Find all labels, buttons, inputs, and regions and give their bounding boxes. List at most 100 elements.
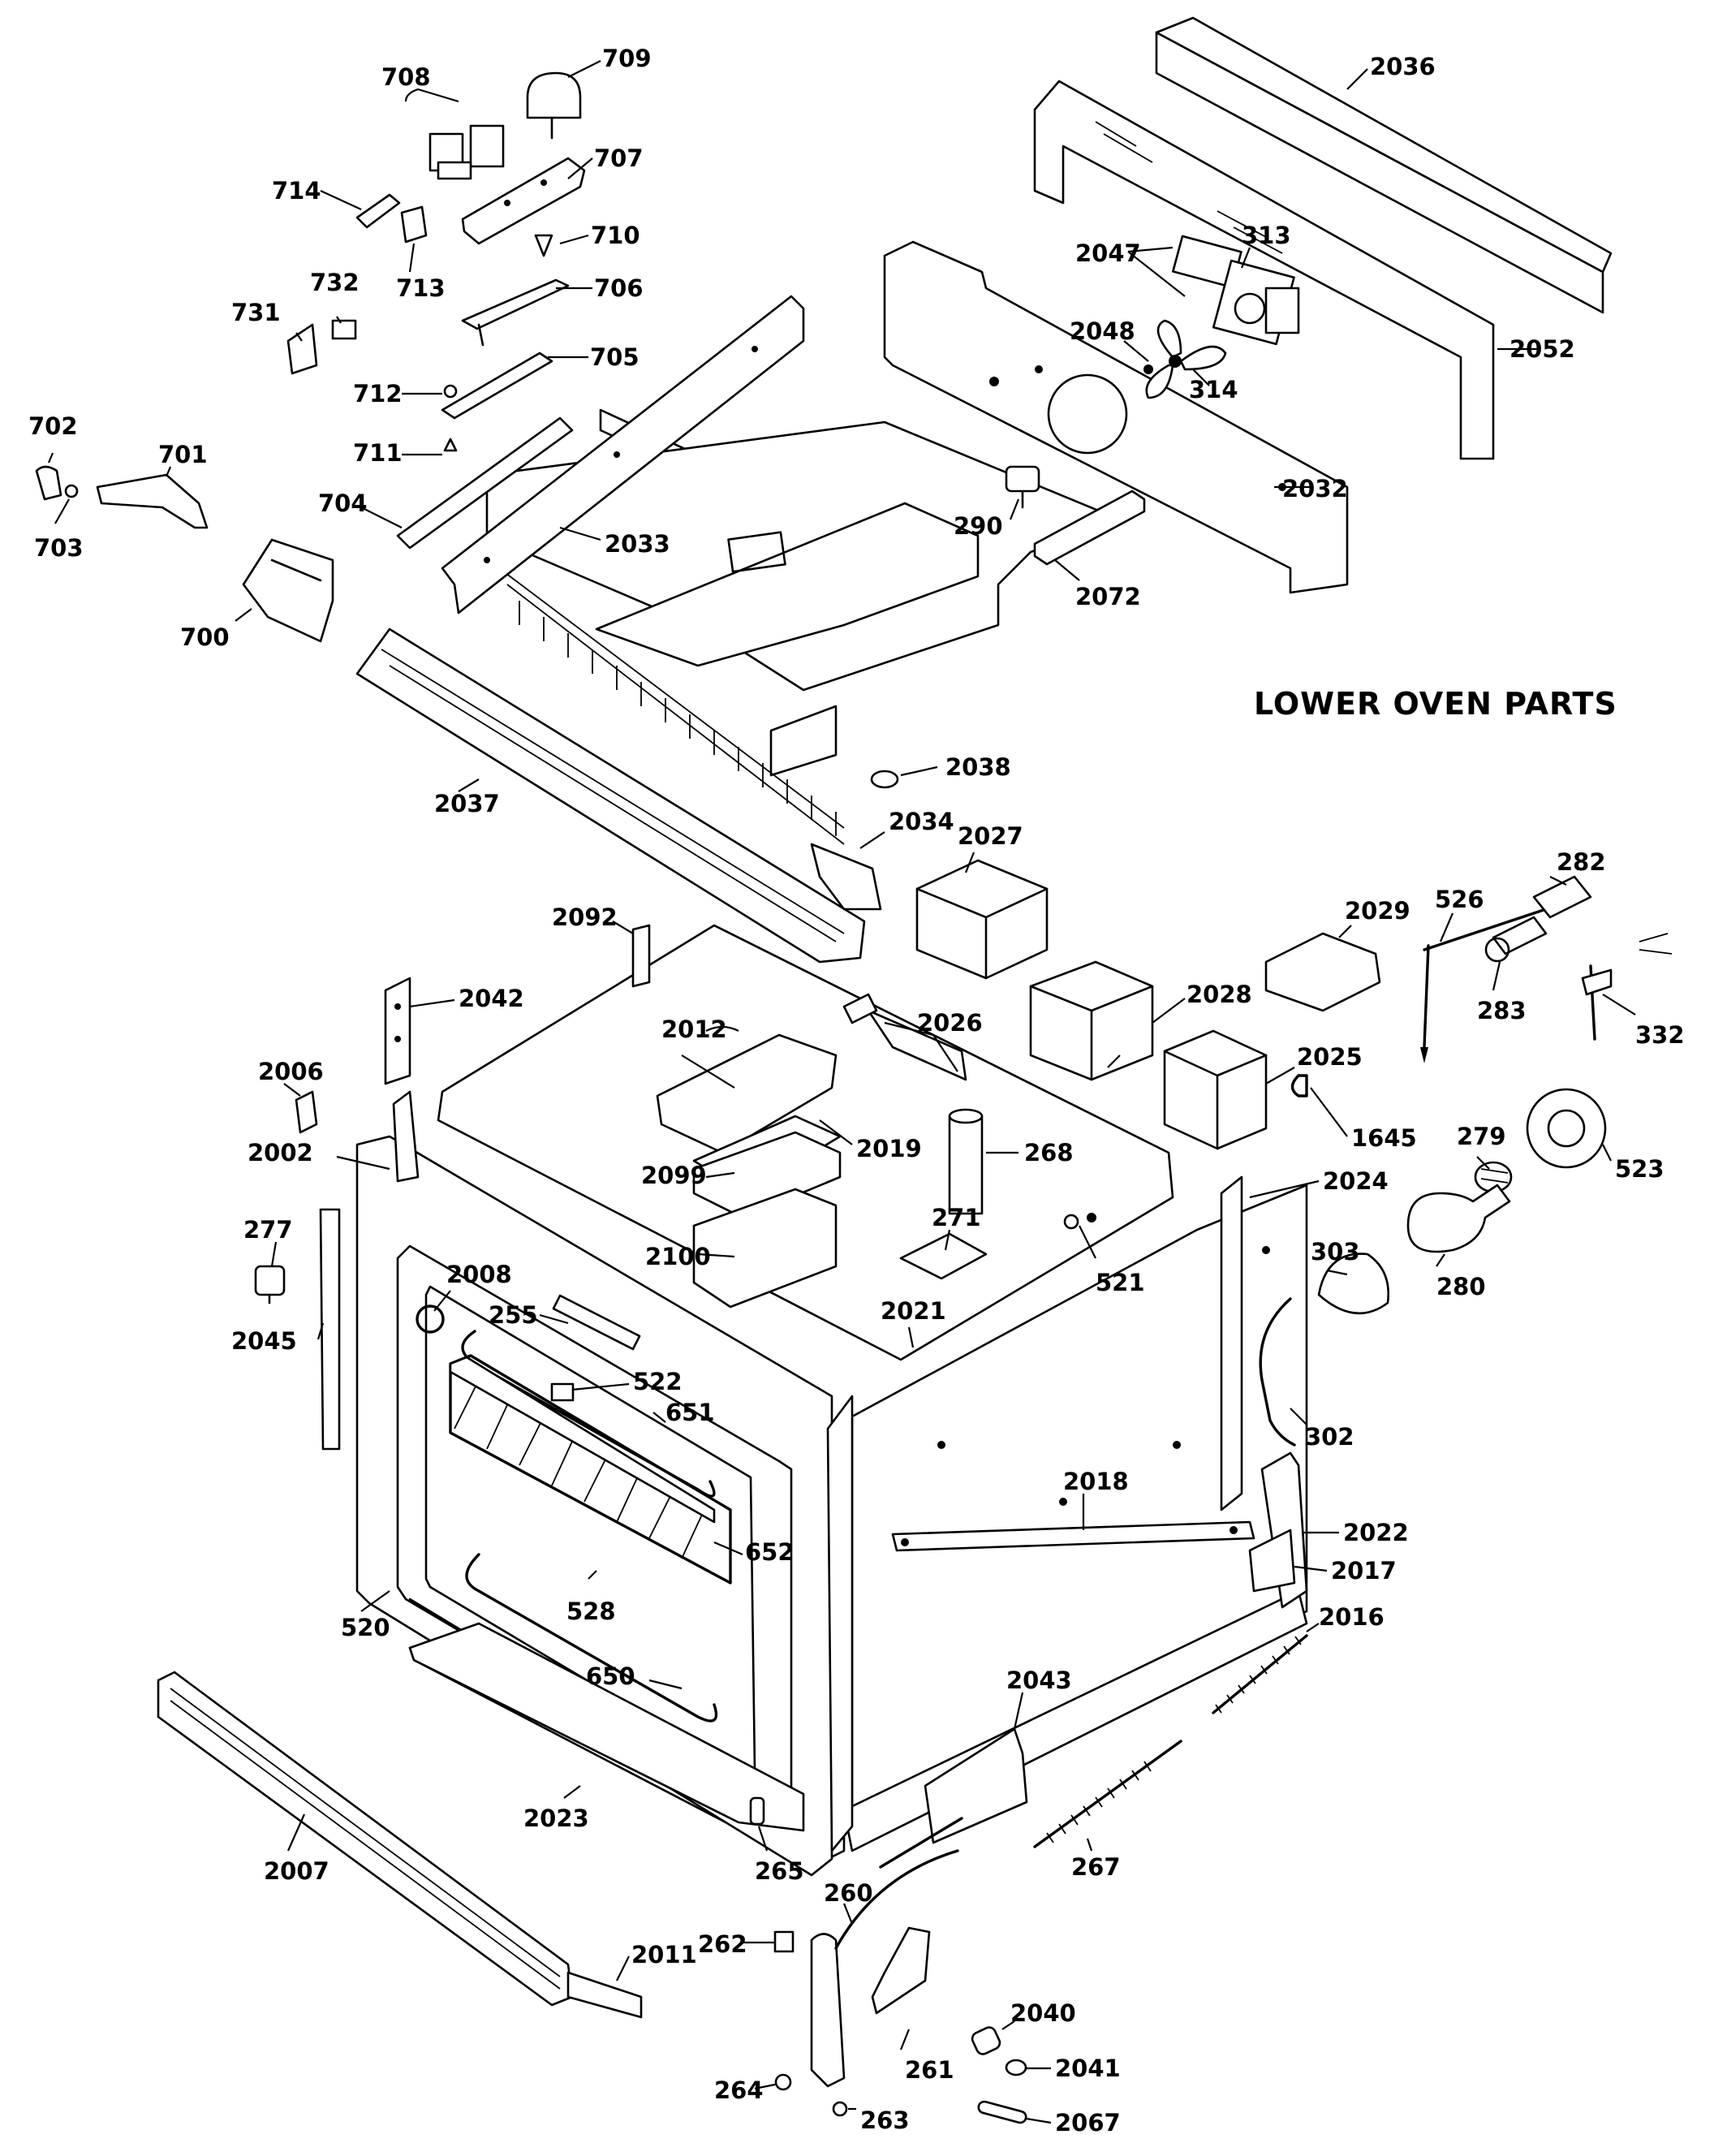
callout-2025: 2025 [1297, 1043, 1363, 1071]
part-704-lever [396, 416, 574, 550]
callout-703: 703 [34, 534, 84, 562]
part-267-spring [1033, 1740, 1182, 1848]
part-523-gasket [1526, 1088, 1607, 1169]
callout-2038: 2038 [945, 753, 1011, 781]
part-706-strip [461, 278, 570, 347]
part-2036-top-trim [1155, 16, 1613, 314]
callout-1645: 1645 [1351, 1124, 1417, 1152]
part-713-latch [400, 205, 428, 244]
part-277-switch [254, 1265, 286, 1304]
callout-2019: 2019 [856, 1135, 922, 1162]
callout-268: 268 [1024, 1139, 1074, 1166]
callout-700: 700 [180, 623, 230, 651]
part-2006-clip [295, 1090, 318, 1134]
callout-732: 732 [310, 269, 360, 296]
part-2033-side-rail [441, 295, 805, 614]
part-703-insert [64, 484, 79, 498]
part-332-probe [1581, 933, 1673, 1041]
part-2028-box [1029, 960, 1154, 1081]
part-262-clip [773, 1930, 795, 1953]
part-714-link [355, 193, 401, 229]
part-264-nut [774, 2073, 792, 2091]
part-712-nut [443, 384, 458, 399]
diagram-title: LOWER OVEN PARTS [1254, 686, 1617, 722]
callout-260: 260 [824, 1879, 873, 1907]
part-521-fastener [1063, 1213, 1096, 1230]
part-732-clip [331, 319, 357, 340]
part-1645-clip [1290, 1074, 1308, 1097]
callout-2032: 2032 [1282, 475, 1348, 502]
callout-303: 303 [1311, 1238, 1360, 1266]
callout-263: 263 [860, 2106, 910, 2134]
part-2033-vent-louvers [519, 601, 837, 836]
callout-704: 704 [318, 489, 368, 517]
callout-labels: 709 708 707 714 710 713 706 732 731 705 … [28, 45, 1685, 2137]
part-707-bracket [461, 157, 586, 245]
part-2067-pin [977, 2100, 1027, 2124]
part-2072-bracket [1033, 489, 1146, 566]
callout-332: 332 [1635, 1021, 1685, 1049]
part-313-motor [1172, 235, 1300, 346]
part-2099-insulation [692, 1131, 842, 1219]
part-2027-box [915, 859, 1049, 980]
part-280-bulb [1406, 1184, 1511, 1253]
callout-277: 277 [243, 1216, 293, 1244]
callout-2045: 2045 [231, 1327, 297, 1355]
callout-712: 712 [353, 380, 403, 407]
callout-652: 652 [745, 1538, 795, 1566]
callout-2047: 2047 [1075, 239, 1141, 267]
callout-701: 701 [158, 441, 208, 468]
callout-2029: 2029 [1345, 897, 1410, 925]
callout-2033: 2033 [605, 530, 670, 558]
callout-267: 267 [1071, 1853, 1121, 1881]
callout-522: 522 [633, 1368, 683, 1395]
callout-302: 302 [1305, 1423, 1354, 1451]
part-2042-bracket [384, 977, 411, 1085]
part-2052-rear-panel [1033, 80, 1495, 460]
callout-314: 314 [1189, 376, 1238, 403]
part-2040-sleeve [971, 2026, 1001, 2055]
callout-520: 520 [341, 1614, 390, 1641]
part-271-plate [899, 1232, 988, 1280]
part-2026-bracket [842, 993, 967, 1081]
callout-528: 528 [566, 1598, 616, 1625]
part-702-knob [35, 465, 62, 501]
callout-711: 711 [353, 439, 403, 467]
callout-2002: 2002 [248, 1139, 313, 1166]
part-2033-top-liner [485, 408, 1122, 845]
part-2029-cover [1264, 932, 1381, 1012]
callout-731: 731 [231, 299, 281, 326]
part-2007-kickplate [157, 1671, 574, 2007]
callout-2048: 2048 [1070, 317, 1135, 345]
part-2012-insulation [656, 1033, 838, 1154]
callout-2027: 2027 [958, 822, 1023, 850]
callout-702: 702 [28, 412, 78, 440]
part-303-lens [1317, 1253, 1389, 1315]
part-263-screw [832, 2101, 848, 2117]
part-2041-plug [1005, 2059, 1027, 2076]
part-708-switches [428, 124, 505, 180]
part-268-tube [948, 1108, 984, 1215]
callout-651: 651 [665, 1399, 715, 1426]
callout-290: 290 [954, 512, 1003, 540]
part-709-motor [526, 71, 582, 140]
part-2038-plug [870, 770, 899, 789]
callout-271: 271 [932, 1204, 981, 1231]
callout-2006: 2006 [258, 1058, 324, 1085]
callout-2024: 2024 [1323, 1167, 1389, 1195]
callout-2008: 2008 [446, 1261, 512, 1288]
callout-2036: 2036 [1370, 53, 1436, 80]
callout-713: 713 [396, 274, 446, 302]
callout-2099: 2099 [641, 1162, 707, 1189]
callout-2052: 2052 [1509, 335, 1575, 363]
part-314-fan [1143, 319, 1227, 399]
callout-2018: 2018 [1063, 1468, 1129, 1495]
callout-707: 707 [594, 144, 644, 172]
callout-2021: 2021 [881, 1297, 946, 1325]
part-2100-insulation [692, 1188, 838, 1309]
callout-2028: 2028 [1186, 981, 1252, 1008]
callout-523: 523 [1615, 1155, 1664, 1183]
callout-521: 521 [1096, 1269, 1145, 1296]
callout-282: 282 [1557, 848, 1606, 876]
part-710-spring [534, 234, 553, 257]
